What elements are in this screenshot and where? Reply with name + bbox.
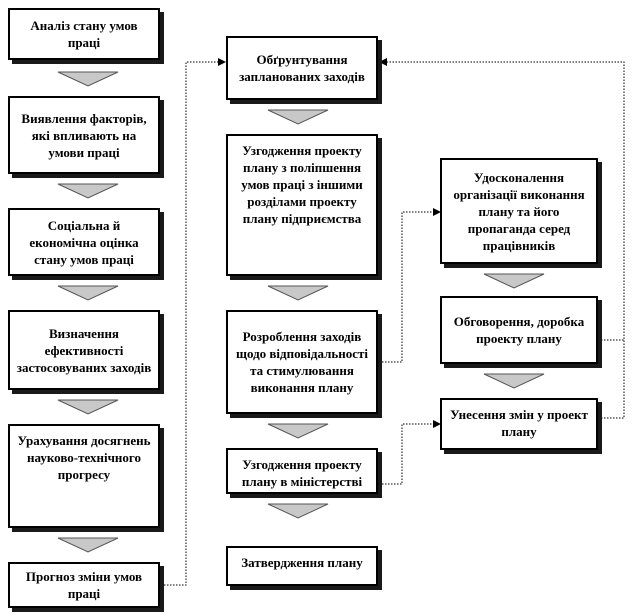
box-forecast: Прогноз зміни умов праці (8, 562, 160, 608)
connector-ministry-to-changes (376, 420, 441, 485)
connector-changes-to-justification (379, 58, 625, 419)
flow-triangle (267, 423, 329, 439)
box-discussion: Обговорення, доробка проекту плану (440, 296, 598, 364)
box-factors: Виявлення факторів, які впливають на умо… (8, 96, 160, 174)
flow-triangle (57, 71, 119, 87)
box-justification: Обґрунтування запланованих заходів (226, 36, 378, 100)
box-progress: Урахування досягнень науково-технічного … (8, 424, 160, 528)
flow-triangle (267, 503, 329, 519)
box-efficiency: Визначення ефективності застосовуваних з… (8, 310, 160, 390)
box-assessment: Соціальна й економічна оцінка стану умов… (8, 208, 160, 276)
flow-triangle (57, 537, 119, 553)
box-coordination: Узгодження проекту плану з поліпшення ум… (226, 134, 378, 276)
box-improvement: Удосконалення організації виконання план… (440, 158, 598, 264)
box-ministry: Узгодження проекту плану в міністерстві (226, 448, 378, 494)
box-responsibility: Розроблення заходів щодо відповідальност… (226, 310, 378, 414)
flow-triangle (483, 273, 545, 289)
flow-triangle (57, 399, 119, 415)
box-analysis: Аналіз стану умов праці (8, 8, 160, 60)
flow-triangle (267, 109, 329, 125)
flow-triangle (483, 373, 545, 389)
connector-forecast-to-justification (158, 58, 226, 586)
flow-triangle (57, 285, 119, 301)
box-approval: Затвердження плану (226, 546, 378, 586)
box-changes: Унесення змін у проект плану (440, 398, 598, 450)
flow-triangle (267, 285, 329, 301)
connector-measures-to-improvement (376, 208, 441, 363)
flow-triangle (57, 183, 119, 199)
